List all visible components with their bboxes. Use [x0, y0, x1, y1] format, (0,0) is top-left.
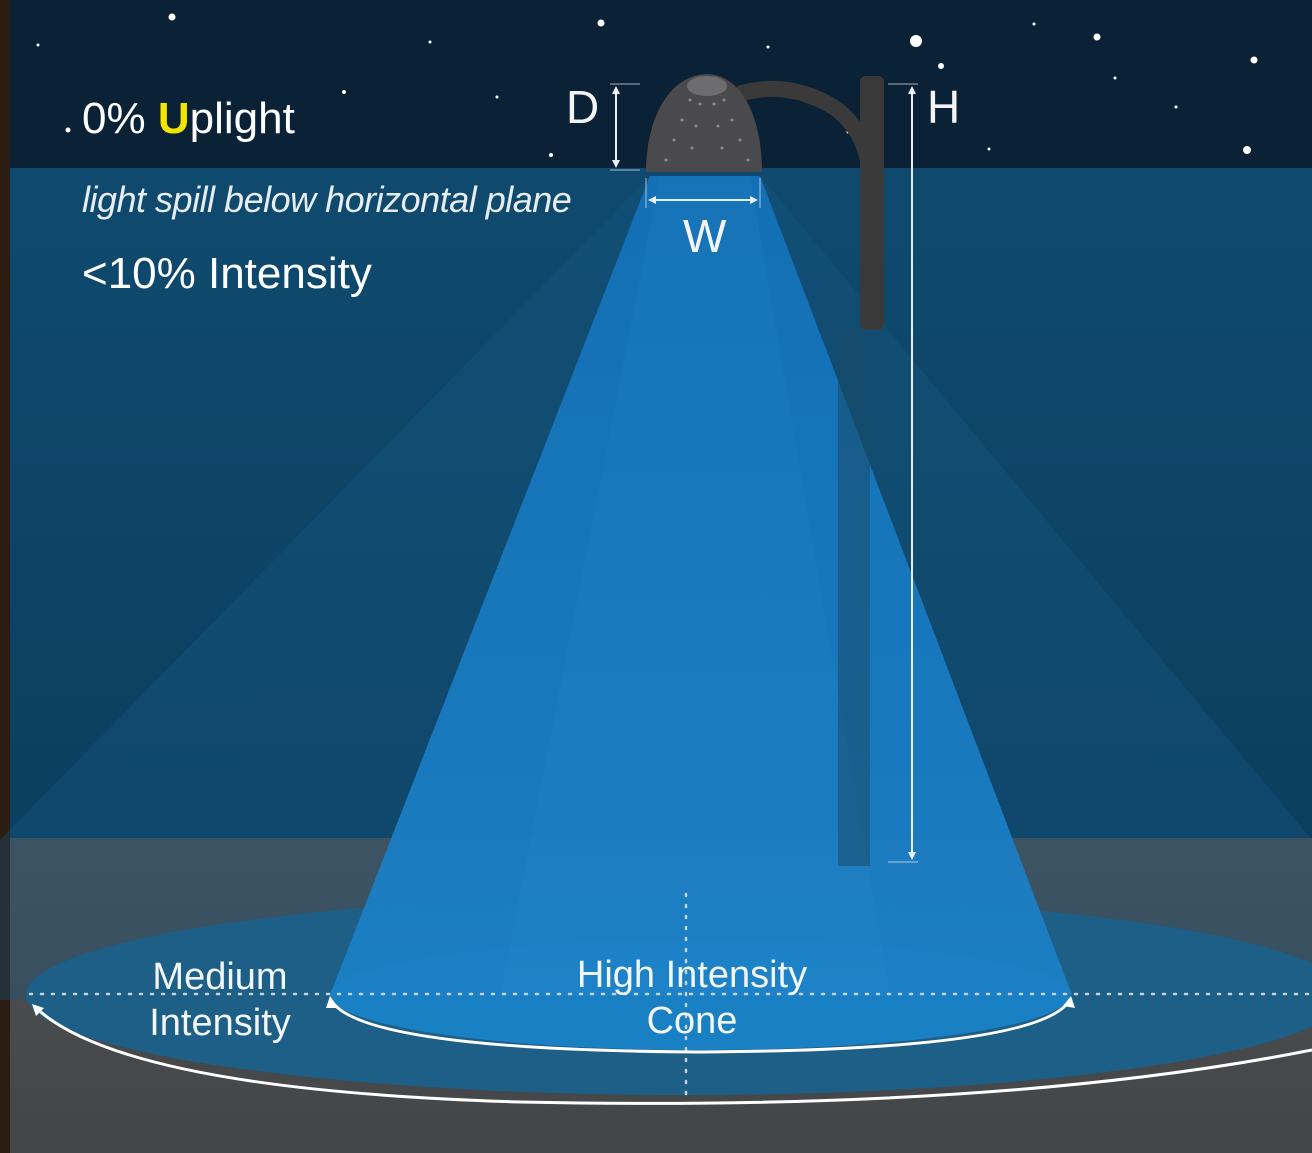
uplight-accent-letter: U [157, 94, 190, 143]
medium-label-line1: Medium [152, 956, 288, 998]
depth-label: D [566, 81, 600, 133]
star [987, 147, 991, 151]
star [1174, 105, 1178, 109]
medium-intensity-arc [32, 1004, 1312, 1105]
star [65, 127, 71, 133]
star [342, 90, 346, 94]
luminaire-top [687, 76, 727, 96]
star [428, 40, 432, 44]
uplight-value: 0% [82, 94, 146, 143]
star [495, 95, 499, 99]
star [36, 43, 40, 47]
star [549, 153, 553, 157]
uplight-annotation: 0% Uplight [82, 97, 295, 141]
high-label-line2: Cone [646, 1000, 738, 1043]
pole [860, 76, 884, 330]
star [597, 19, 605, 27]
high-label-line1: High Intensity [576, 954, 808, 996]
star [1113, 76, 1117, 80]
light-rays [664, 98, 750, 162]
star [168, 13, 176, 21]
star [766, 45, 770, 49]
high-arc-arrow-right [1063, 996, 1075, 1008]
width-label: W [683, 210, 727, 262]
star [910, 35, 922, 47]
high-arc-arrow-left [326, 996, 338, 1008]
luminaire-head [646, 74, 762, 172]
left-border [0, 0, 10, 1153]
height-label: H [927, 81, 961, 133]
star [1032, 22, 1036, 26]
high-intensity-cone [330, 176, 1072, 995]
star [938, 63, 944, 69]
medium-arc-arrow [32, 1004, 44, 1016]
dimension-lines [610, 83, 918, 863]
cone-highlight [500, 176, 890, 995]
pole-arm [734, 80, 876, 168]
star [1093, 33, 1101, 41]
medium-label-line2: Intensity [149, 1002, 291, 1045]
star [1243, 146, 1251, 154]
spill-note: light spill below horizontal plane [82, 179, 572, 220]
star [1250, 56, 1258, 64]
stars [36, 13, 1258, 157]
dimension-arrowheads [612, 86, 916, 860]
high-intensity-arc [329, 999, 1072, 1054]
uplight-word-rest: plight [189, 94, 295, 143]
intensity-note: <10% Intensity [82, 249, 372, 298]
pole-shadow [838, 330, 870, 866]
